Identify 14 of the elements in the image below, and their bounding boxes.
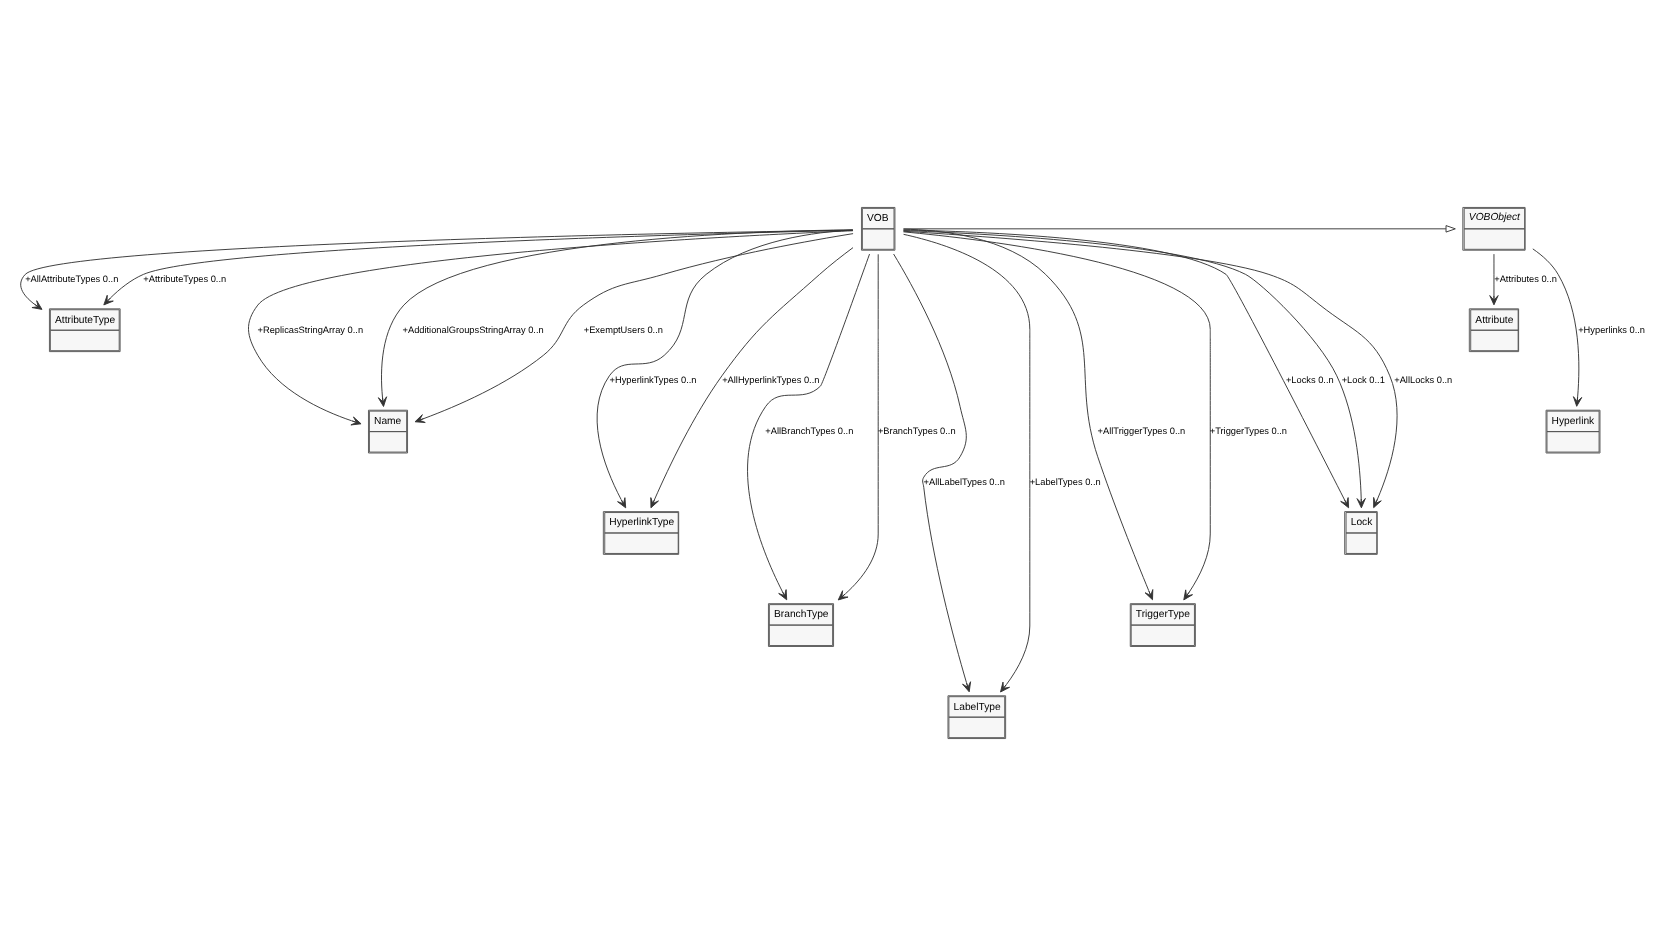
arrow: [903, 227, 1154, 600]
arrow: [893, 252, 972, 692]
arrow: [1489, 252, 1499, 305]
arrow: [1532, 247, 1583, 406]
arrow: [377, 228, 854, 406]
arrow: [902, 230, 1211, 600]
arrow: [596, 228, 854, 508]
arrow: [650, 246, 854, 508]
arrow: [903, 224, 1456, 232]
arrow: [248, 229, 854, 425]
arrow: [837, 252, 879, 600]
arrow: [903, 232, 1031, 692]
arrow: [414, 232, 854, 422]
arrow: [747, 252, 870, 600]
